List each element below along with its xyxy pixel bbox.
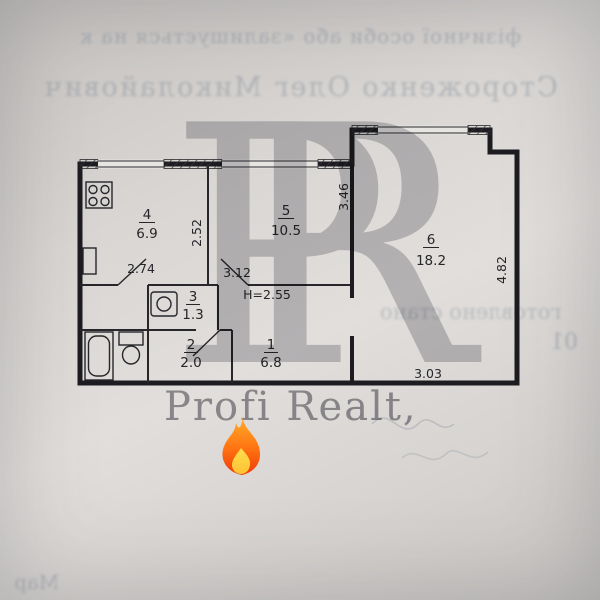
room-labels: 4 6.9 5 10.5 6 18.2 3 1.3 2 [136, 203, 446, 371]
room-label-1: 1 6.8 [260, 337, 281, 371]
flame-outer [222, 416, 261, 475]
facade-windows [79, 125, 491, 169]
room-label-2: 2 2.0 [180, 337, 201, 371]
window-icon [98, 159, 164, 169]
bathtub-icon [84, 331, 114, 381]
room-number: 2 [187, 337, 196, 353]
room-label-4: 4 6.9 [136, 207, 157, 242]
room-number: 5 [282, 203, 291, 219]
dimension-3-03: 3.03 [414, 366, 442, 381]
room-area: 2.0 [180, 355, 201, 371]
dimension-labels: 2.52 2.74 3.12 3.46 4.82 3.03 H=2.55 [127, 183, 509, 381]
room-area: 1.3 [182, 307, 203, 323]
room-label-3: 3 1.3 [182, 289, 203, 323]
washing-machine-icon [150, 291, 178, 317]
interior-walls [80, 164, 352, 383]
window-icon [378, 125, 468, 135]
dimension-3-46: 3.46 [336, 183, 351, 211]
fixtures [82, 181, 178, 381]
stove-icon [85, 181, 113, 209]
room-area: 6.8 [260, 355, 281, 371]
ceiling-height-note: H=2.55 [243, 287, 291, 302]
room-label-5: 5 10.5 [271, 203, 301, 239]
window-icon [222, 159, 318, 169]
handwriting-scribble [371, 417, 489, 461]
door-swing [117, 258, 249, 357]
room-number: 6 [427, 232, 436, 248]
room-number: 1 [267, 337, 276, 353]
dimension-3-12: 3.12 [223, 265, 251, 280]
room-label-6: 6 18.2 [416, 232, 446, 269]
fire-emoji [222, 416, 261, 475]
flame-inner [232, 448, 251, 474]
room-number: 4 [143, 207, 152, 223]
room-area: 6.9 [136, 226, 157, 242]
dimension-2-52: 2.52 [189, 219, 204, 247]
dimension-4-82: 4.82 [494, 256, 509, 284]
room-number: 3 [189, 289, 198, 305]
dimension-2-74: 2.74 [127, 261, 155, 276]
room-area: 18.2 [416, 253, 446, 269]
kitchen-sink-icon [82, 247, 97, 275]
room-area: 10.5 [271, 223, 301, 239]
toilet-icon [118, 331, 144, 365]
